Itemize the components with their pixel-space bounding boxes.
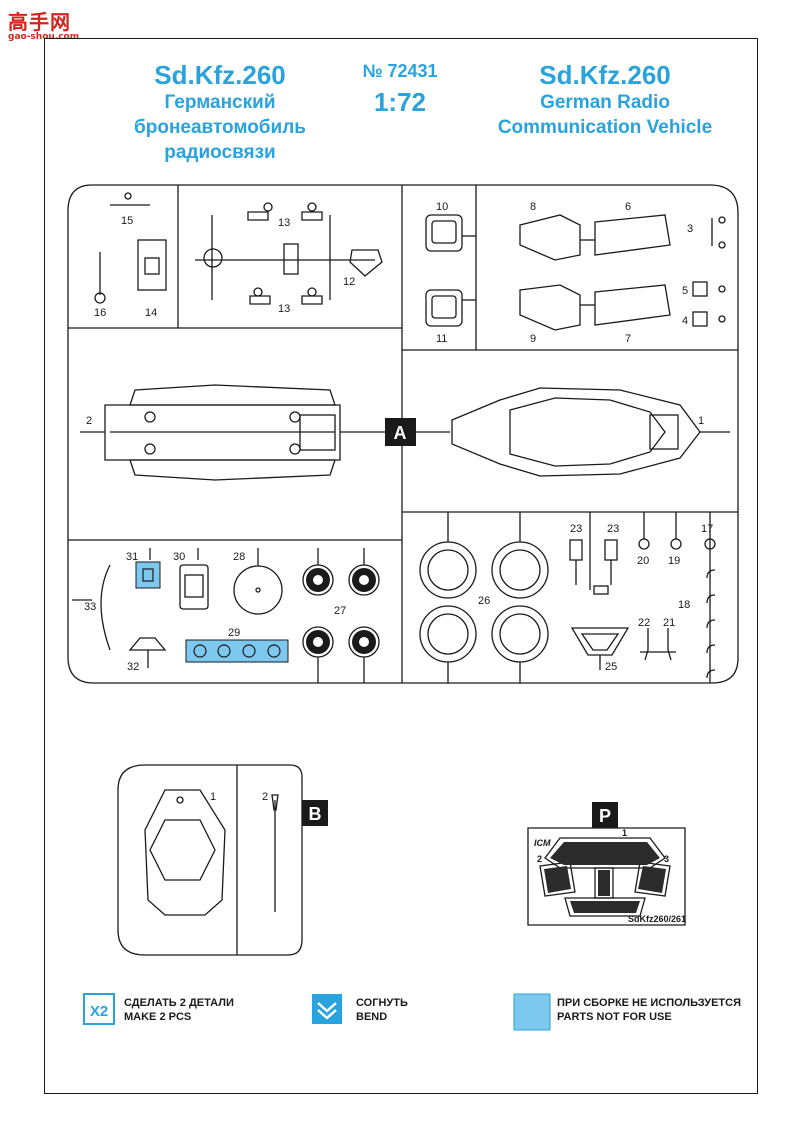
sprue-a-part-numbers: 15 13 13 12 14 16 10 11 8 6 3 5 4 9 7 2 …	[84, 201, 713, 673]
legend-x2-ru: СДЕЛАТЬ 2 ДЕТАЛИ	[124, 997, 234, 1009]
part-number: 28	[233, 551, 245, 563]
title-right-model: Sd.Kfz.260	[539, 60, 671, 90]
sprue-b-letter-box	[302, 800, 328, 826]
legend-unused-en: PARTS NOT FOR USE	[557, 1011, 672, 1023]
part-31-unused	[135, 561, 161, 589]
part-number: 29	[228, 627, 240, 639]
part-number: 22	[638, 617, 650, 629]
part-number: 11	[436, 333, 447, 345]
legend-unused-ru: ПРИ СБОРКЕ НЕ ИСПОЛЬЗУЕТСЯ	[557, 997, 742, 1009]
x2-icon-text: X2	[90, 1003, 108, 1020]
part-number: 5	[682, 285, 688, 297]
legend-not-for-use: ПРИ СБОРКЕ НЕ ИСПОЛЬЗУЕТСЯ PARTS NOT FOR…	[557, 996, 741, 1024]
legend-bend-ru: СОГНУТЬ	[356, 997, 408, 1009]
title-left-line2: бронеавтомобиль	[134, 117, 306, 138]
part-number: 2	[86, 415, 92, 427]
title-left-model: Sd.Kfz.260	[154, 60, 286, 90]
part-number: 31	[126, 551, 138, 563]
part-number: 33	[84, 601, 96, 613]
part-number: 3	[687, 223, 693, 235]
title-left-line3: радиосвязи	[164, 142, 276, 163]
part-number: 6	[625, 201, 631, 213]
part-number: 30	[173, 551, 185, 563]
part-number: 25	[605, 661, 617, 673]
etch-p-letter-box	[592, 802, 618, 828]
title-right-line2: Communication Vehicle	[497, 117, 713, 138]
legend-bend: СОГНУТЬ BEND	[356, 996, 408, 1024]
sprue-b-frame	[117, 764, 303, 956]
watermark: 高手网 gao-shou.com	[8, 6, 79, 42]
etch-code: SdKfz260/261	[628, 914, 686, 924]
title-right-line1: German Radio	[540, 92, 670, 113]
part-number: 18	[678, 599, 690, 611]
sprue-a-letter-box	[385, 418, 416, 446]
part-number: 12	[343, 276, 355, 288]
part-number: 7	[625, 333, 631, 345]
etch-logo: ICM	[534, 838, 551, 848]
title-center: № 72431 1:72	[330, 60, 470, 122]
part-number: 15	[121, 215, 133, 227]
part-number: 20	[637, 555, 649, 567]
part-number: 17	[701, 523, 713, 535]
sprue-a-letter: A	[394, 423, 407, 443]
part-number: 23	[607, 523, 619, 535]
title-english: Sd.Kfz.260 German Radio Communication Ve…	[470, 60, 740, 140]
bend-chevron-icon	[317, 1002, 337, 1020]
part-number: 21	[663, 617, 675, 629]
page-frame	[44, 38, 758, 1094]
part-number: 9	[530, 333, 536, 345]
etch-part-number: 1	[622, 828, 627, 838]
part-number: 27	[334, 605, 346, 617]
scale-label: 1:72	[373, 87, 427, 117]
title-left-line1: Германский	[164, 92, 276, 113]
sprue-a-frame	[67, 184, 739, 684]
part-number: 14	[145, 307, 157, 319]
etch-part-number: 2	[537, 854, 542, 864]
part-number: 4	[682, 315, 688, 327]
part-number: 10	[436, 201, 448, 213]
part-number: 23	[570, 523, 582, 535]
catalog-number: № 72431	[362, 61, 438, 81]
part-29-unused	[185, 639, 289, 663]
part-number: 26	[478, 595, 490, 607]
etch-part-number: 3	[664, 854, 669, 864]
legend-bend-en: BEND	[356, 1011, 388, 1023]
part-number: 19	[668, 555, 680, 567]
part-number: 16	[94, 307, 106, 319]
sprue-b-part-number: 1	[210, 791, 216, 803]
legend-x2-en: MAKE 2 PCS	[124, 1011, 192, 1023]
watermark-chars: 高手网	[8, 10, 71, 34]
title-russian: Sd.Kfz.260 Германский бронеавтомобиль ра…	[120, 60, 320, 165]
part-number: 13	[278, 303, 290, 315]
part-number: 13	[278, 217, 290, 229]
watermark-url: gao-shou.com	[8, 32, 80, 42]
part-number: 8	[530, 201, 536, 213]
part-number: 1	[698, 415, 704, 427]
x2-icon	[83, 993, 115, 1025]
sprue-b-part-number: 2	[262, 791, 268, 803]
etch-p-letter: P	[599, 806, 611, 826]
unused-part-swatch	[513, 993, 551, 1031]
etch-p-frame	[527, 827, 686, 926]
legend-make-2: СДЕЛАТЬ 2 ДЕТАЛИ MAKE 2 PCS	[124, 996, 234, 1024]
sprue-b-letter: B	[309, 804, 322, 824]
part-number: 32	[127, 661, 139, 673]
